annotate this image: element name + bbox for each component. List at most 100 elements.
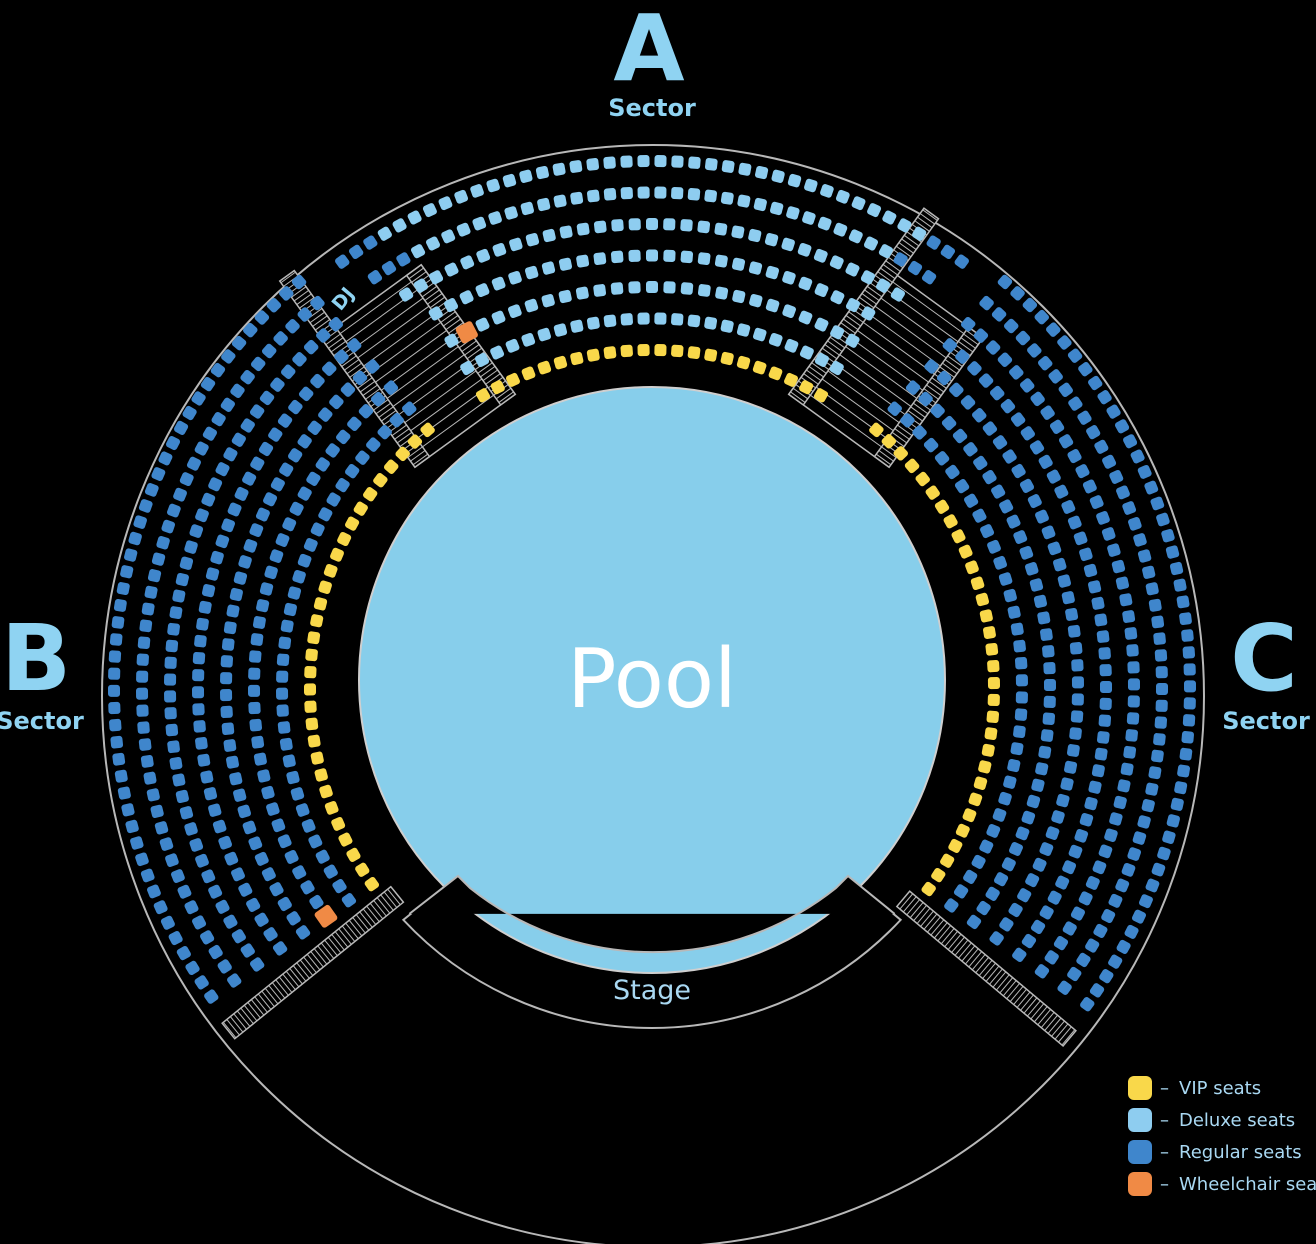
vip-seat[interactable] (973, 776, 988, 791)
regular-seat[interactable] (1114, 418, 1130, 434)
regular-seat[interactable] (269, 548, 284, 563)
wheelchair-seat[interactable] (455, 320, 479, 344)
vip-seat[interactable] (330, 816, 346, 832)
regular-seat[interactable] (242, 322, 259, 339)
deluxe-seat[interactable] (558, 257, 573, 271)
regular-seat[interactable] (1003, 317, 1020, 334)
regular-seat[interactable] (262, 491, 278, 507)
regular-seat[interactable] (177, 884, 193, 900)
deluxe-seat[interactable] (765, 265, 780, 280)
regular-seat[interactable] (952, 428, 969, 445)
deluxe-seat[interactable] (593, 284, 607, 297)
regular-seat[interactable] (247, 684, 261, 697)
regular-seat[interactable] (237, 882, 253, 898)
regular-seat[interactable] (164, 656, 177, 669)
regular-seat[interactable] (907, 260, 924, 277)
regular-seat[interactable] (267, 426, 284, 443)
regular-seat[interactable] (989, 385, 1006, 402)
regular-seat[interactable] (1088, 780, 1102, 794)
regular-seat[interactable] (1014, 708, 1028, 721)
regular-seat[interactable] (287, 586, 302, 601)
regular-seat[interactable] (214, 899, 230, 915)
regular-seat[interactable] (1024, 561, 1039, 576)
regular-seat[interactable] (998, 791, 1013, 806)
regular-seat[interactable] (1137, 464, 1153, 480)
regular-seat[interactable] (1093, 439, 1109, 455)
regular-seat[interactable] (1098, 647, 1111, 660)
regular-seat[interactable] (917, 390, 934, 407)
regular-seat[interactable] (1127, 661, 1140, 674)
vip-seat[interactable] (310, 751, 324, 765)
vip-seat[interactable] (934, 498, 951, 515)
regular-seat[interactable] (234, 486, 250, 502)
regular-seat[interactable] (970, 854, 986, 870)
regular-seat[interactable] (1126, 644, 1139, 657)
regular-seat[interactable] (154, 820, 169, 835)
deluxe-seat[interactable] (748, 261, 763, 276)
regular-seat[interactable] (151, 552, 166, 567)
regular-seat[interactable] (1016, 887, 1032, 903)
regular-seat[interactable] (109, 718, 122, 732)
regular-seat[interactable] (1002, 775, 1017, 790)
regular-seat[interactable] (1065, 607, 1079, 621)
deluxe-seat[interactable] (620, 186, 634, 200)
regular-seat[interactable] (278, 461, 294, 477)
regular-seat[interactable] (289, 501, 305, 517)
regular-seat[interactable] (1034, 963, 1051, 980)
regular-seat[interactable] (173, 420, 189, 436)
regular-seat[interactable] (165, 723, 179, 737)
deluxe-seat[interactable] (720, 191, 734, 205)
regular-seat[interactable] (1096, 731, 1110, 744)
regular-seat[interactable] (197, 753, 211, 767)
regular-seat[interactable] (264, 565, 279, 580)
regular-seat[interactable] (1013, 725, 1026, 739)
regular-seat[interactable] (248, 836, 264, 852)
regular-seat[interactable] (1089, 982, 1106, 999)
regular-seat[interactable] (1067, 624, 1081, 638)
regular-seat[interactable] (167, 740, 180, 754)
regular-seat[interactable] (251, 735, 265, 749)
regular-seat[interactable] (239, 942, 256, 959)
deluxe-seat[interactable] (637, 312, 650, 325)
regular-seat[interactable] (1083, 563, 1098, 578)
deluxe-seat[interactable] (391, 217, 407, 233)
regular-seat[interactable] (1155, 699, 1168, 712)
regular-seat[interactable] (1123, 745, 1137, 759)
regular-seat[interactable] (381, 260, 398, 277)
regular-seat[interactable] (1061, 859, 1077, 875)
regular-seat[interactable] (1011, 946, 1028, 963)
regular-seat[interactable] (265, 802, 280, 817)
regular-seat[interactable] (1057, 381, 1074, 398)
regular-seat[interactable] (1130, 448, 1146, 464)
regular-seat[interactable] (992, 807, 1007, 822)
regular-seat[interactable] (1039, 841, 1055, 857)
deluxe-seat[interactable] (486, 178, 501, 193)
deluxe-seat[interactable] (844, 333, 860, 349)
deluxe-seat[interactable] (586, 189, 600, 203)
deluxe-seat[interactable] (637, 155, 650, 168)
regular-seat[interactable] (114, 769, 128, 783)
regular-seat[interactable] (1099, 681, 1113, 694)
regular-seat[interactable] (981, 469, 998, 486)
regular-seat[interactable] (256, 599, 270, 613)
regular-seat[interactable] (164, 673, 177, 686)
deluxe-seat[interactable] (787, 173, 802, 188)
regular-seat[interactable] (1003, 588, 1018, 603)
regular-seat[interactable] (238, 554, 253, 569)
regular-seat[interactable] (925, 234, 942, 251)
regular-seat[interactable] (892, 251, 908, 267)
deluxe-seat[interactable] (491, 276, 506, 291)
regular-seat[interactable] (978, 295, 995, 312)
regular-seat[interactable] (1138, 893, 1154, 909)
regular-seat[interactable] (1165, 545, 1180, 560)
vip-seat[interactable] (798, 379, 814, 395)
deluxe-seat[interactable] (646, 218, 658, 230)
vip-seat[interactable] (986, 710, 1000, 724)
vip-seat[interactable] (344, 515, 360, 531)
regular-seat[interactable] (170, 868, 186, 884)
regular-seat[interactable] (1021, 810, 1036, 825)
deluxe-seat[interactable] (603, 188, 617, 201)
regular-seat[interactable] (1019, 545, 1034, 560)
vip-seat[interactable] (394, 445, 411, 462)
regular-seat[interactable] (283, 602, 297, 617)
